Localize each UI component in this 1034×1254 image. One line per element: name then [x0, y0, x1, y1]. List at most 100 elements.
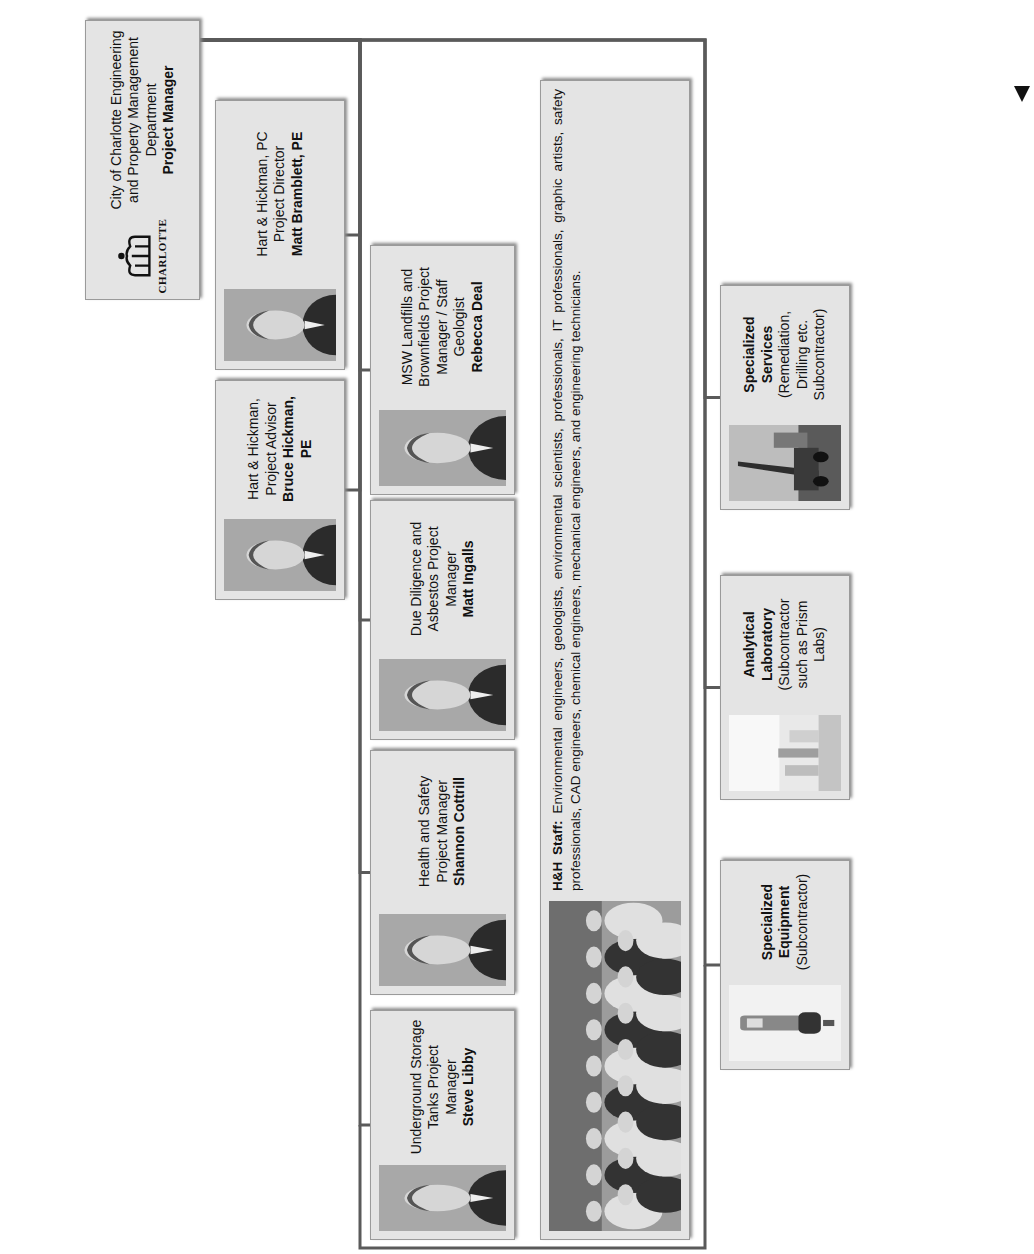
photo — [379, 410, 506, 486]
photo-ground — [729, 425, 841, 501]
photo-face — [586, 1055, 602, 1076]
crown-jewel — [118, 253, 124, 259]
photo-collar — [305, 321, 325, 330]
text-block: H&H Staff: Environmental engineers, geol… — [549, 89, 584, 891]
person-photo — [379, 410, 506, 486]
crown-logo — [117, 232, 153, 280]
photo-face — [618, 930, 634, 951]
photo-body — [302, 525, 336, 585]
staff-description: Environmental engineers, geologists, env… — [550, 89, 583, 891]
photo-face — [586, 1128, 602, 1149]
photo-ground — [729, 985, 841, 1061]
photo-head — [404, 1185, 470, 1211]
photo-hair — [407, 936, 430, 965]
org-box: Due Diligence and Asbestos Project Manag… — [370, 500, 515, 740]
text-column: MSW Landfills and Brownfields Project Ma… — [393, 246, 493, 402]
person-photo — [379, 914, 506, 986]
person-name: Project Manager — [160, 29, 178, 211]
photo-face — [586, 947, 602, 968]
photo-face — [618, 1075, 634, 1096]
photo — [729, 425, 841, 501]
photo-face — [586, 983, 602, 1004]
role-title: Underground Storage Tanks Project Manage… — [408, 1019, 461, 1155]
box-heading: Specialized Equipment — [759, 869, 794, 975]
lab-bench — [819, 715, 841, 791]
org-box: Analytical Laboratory(Subcontractor such… — [720, 575, 850, 800]
text-column: Health and Safety Project ManagerShannon… — [410, 751, 475, 906]
text-block: Hart & Hickman, PC Project DirectorMatt … — [254, 109, 307, 279]
photo-person — [636, 1177, 681, 1213]
text-block: City of Charlotte Engineering and Proper… — [108, 29, 178, 211]
role-title: Due Diligence and Asbestos Project Manag… — [408, 509, 461, 649]
triangle-mark — [1014, 86, 1030, 102]
person-photo — [224, 289, 336, 361]
photo-person — [636, 959, 681, 995]
photo-person — [636, 1104, 681, 1140]
text-block: Health and Safety Project ManagerShannon… — [416, 759, 469, 904]
person-name: Shannon Cottrill — [451, 759, 469, 904]
photo-hair — [249, 311, 269, 340]
lab-bottle — [778, 748, 818, 757]
text-column: Hart & Hickman, Project AdvisorBruce Hic… — [239, 381, 321, 511]
meter-screen — [747, 1018, 763, 1027]
photo-body — [468, 665, 506, 725]
crown-outline — [127, 237, 150, 275]
photo-body — [468, 920, 506, 980]
connector-line — [200, 40, 370, 1125]
photo-hair — [407, 433, 430, 463]
photo-person — [636, 1068, 681, 1104]
org-box: Underground Storage Tanks Project Manage… — [370, 1010, 515, 1240]
person-name: Steve Libby — [460, 1019, 478, 1155]
staff-box: H&H Staff: Environmental engineers, geol… — [540, 80, 690, 1240]
box-note: (Subcontractor) — [794, 869, 812, 975]
rig-photo — [729, 425, 841, 501]
lab-bottle — [785, 765, 819, 776]
text-column: Specialized Equipment(Subcontractor) — [753, 861, 818, 977]
photo-hair — [249, 541, 269, 570]
photo-face — [586, 1164, 602, 1185]
rig-wheel — [813, 476, 829, 487]
person-photo — [379, 1165, 506, 1231]
org-box: Specialized Services(Remediation, Drilli… — [720, 285, 850, 510]
photo-face — [618, 1003, 634, 1024]
box-heading: Analytical Laboratory — [741, 584, 776, 705]
role-title: MSW Landfills and Brownfields Project Ma… — [399, 254, 469, 400]
meter-base — [798, 1012, 820, 1033]
meter-foot — [823, 1020, 834, 1026]
photo-head — [246, 541, 304, 570]
text-block: Underground Storage Tanks Project Manage… — [408, 1019, 478, 1155]
photo-head — [404, 433, 470, 463]
person-name: Bruce Hickman, PE — [280, 389, 315, 509]
photo-wall — [549, 901, 602, 1231]
photo-face — [586, 910, 602, 931]
photo-face — [586, 1201, 602, 1222]
photo — [379, 914, 506, 986]
text-block: MSW Landfills and Brownfields Project Ma… — [399, 254, 487, 400]
role-title: Health and Safety Project Manager — [416, 759, 451, 904]
photo-ground — [729, 715, 841, 791]
logo-text: CHARLOTTE — [156, 219, 168, 294]
person-photo — [379, 659, 506, 731]
connector-line — [200, 40, 370, 370]
photo-hair — [407, 1185, 430, 1211]
person-name: Matt Ingalls — [460, 509, 478, 649]
photo-head — [246, 311, 304, 340]
box-heading: Specialized Services — [741, 294, 776, 415]
text-block: Analytical Laboratory(Subcontractor such… — [741, 584, 829, 705]
rig-worker — [774, 433, 808, 448]
photo-collar — [470, 443, 493, 452]
photo — [379, 1165, 506, 1231]
equip-photo — [729, 985, 841, 1061]
org-box: Health and Safety Project ManagerShannon… — [370, 750, 515, 995]
crown-lines — [132, 246, 150, 265]
lab-bottle — [789, 730, 818, 742]
photo-face — [618, 966, 634, 987]
role-title: Hart & Hickman, Project Advisor — [245, 389, 280, 509]
text-column: H&H Staff: Environmental engineers, geol… — [541, 81, 590, 893]
logo-area: CHARLOTTE — [94, 221, 191, 291]
photo-hair — [407, 681, 430, 710]
box-note: (Subcontractor such as Prism Labs) — [776, 584, 829, 705]
org-box: CHARLOTTE City of Charlotte Engineering a… — [85, 20, 200, 300]
staff-text: H&H Staff: Environmental engineers, geol… — [549, 89, 584, 891]
